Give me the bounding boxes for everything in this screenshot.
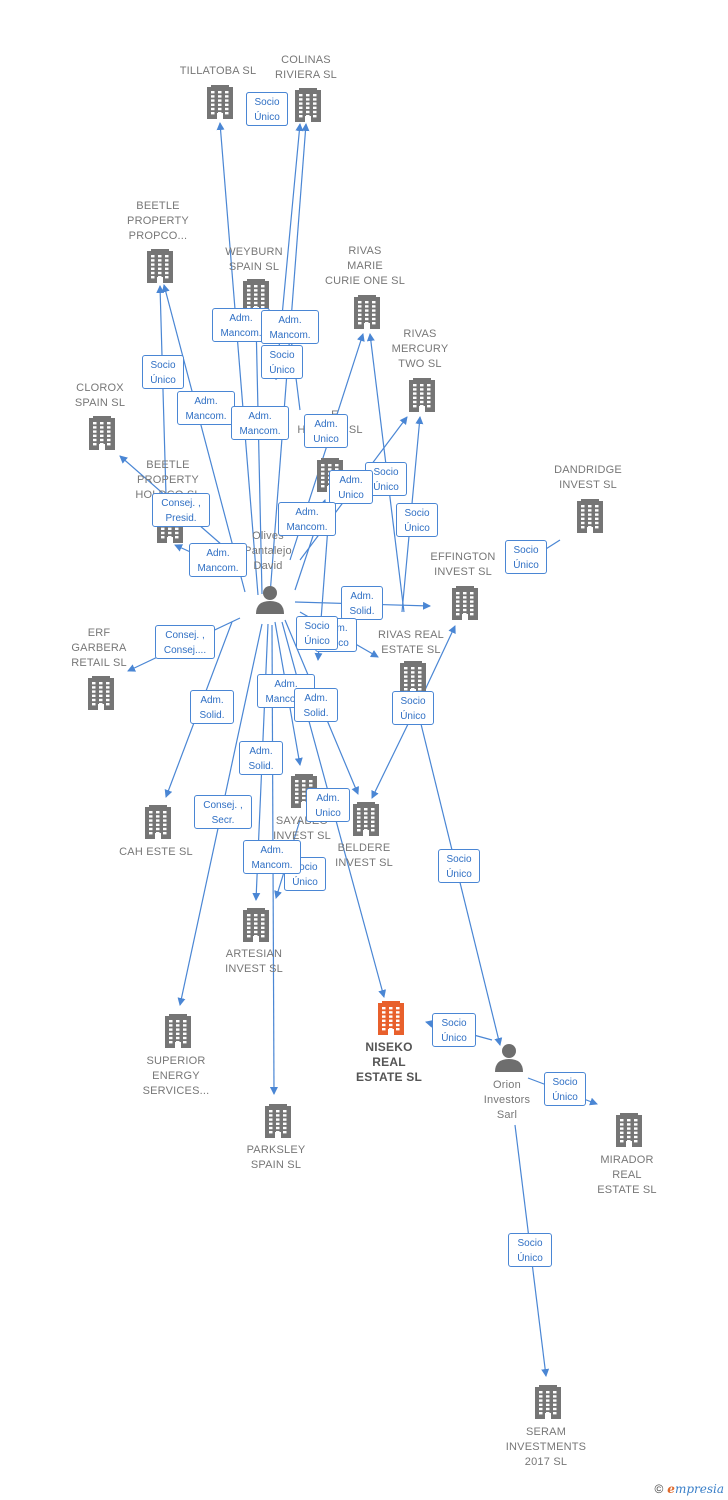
edge-label-olives-artesian[interactable]: Adm. Solid. (239, 741, 283, 775)
building-icon[interactable] (535, 1385, 561, 1419)
node-label-erf[interactable]: ERF GARBERA RETAIL SL (71, 627, 127, 669)
edge-label-olives-erf[interactable]: Consej. , Consej.... (155, 625, 215, 659)
building-icon[interactable] (89, 416, 115, 450)
node-label-olives[interactable]: Olives Pantalejo David (244, 530, 292, 572)
edge-label-rivas_real-rivas_mercury[interactable]: Socio Único (396, 503, 438, 537)
building-icon[interactable] (616, 1113, 642, 1147)
edge-label-orion-niseko[interactable]: Socio Único (432, 1013, 476, 1047)
edge-beetle_holdco-beetle_propco (156, 285, 167, 496)
node-label-orion[interactable]: Orion Investors Sarl (483, 1079, 531, 1121)
copyright-icon: © (654, 1482, 664, 1496)
node-label-dandridge[interactable]: DANDRIDGE INVEST SL (554, 464, 622, 491)
building-icon[interactable] (400, 661, 426, 695)
node-label-clorox[interactable]: CLOROX SPAIN SL (74, 382, 126, 409)
node-label-parksley[interactable]: PARKSLEY SPAIN SL (246, 1144, 306, 1171)
building-icon[interactable] (145, 805, 171, 839)
edge-label-dandridge-effington[interactable]: Socio Único (505, 540, 547, 574)
edge-label-rivas_real-orion[interactable]: Socio Único (438, 849, 480, 883)
building-icon[interactable] (165, 1014, 191, 1048)
node-label-colinas[interactable]: COLINAS RIVIERA SL (275, 54, 337, 81)
edge-label-beetle_holdco-beetle_propco[interactable]: Socio Único (142, 355, 184, 389)
node-label-cah[interactable]: CAH ESTE SL (119, 846, 193, 858)
node-label-weyburn[interactable]: WEYBURN SPAIN SL (225, 246, 283, 273)
edge-olives-weyburn (252, 319, 263, 595)
building-icon[interactable] (452, 586, 478, 620)
edge-rivas_real-beldere (371, 719, 411, 799)
node-label-rivas_real[interactable]: RIVAS REAL ESTATE SL (378, 629, 444, 656)
building-icon[interactable] (265, 1104, 291, 1138)
edge-label-hidden_holdco-weyburn[interactable]: Socio Único (261, 345, 303, 379)
brand-logo[interactable]: empresia (667, 1482, 724, 1496)
building-icon[interactable] (295, 88, 321, 122)
edge-label-hidden_holdco-rivas_real[interactable]: Socio Único (296, 616, 338, 650)
building-icon-highlight[interactable] (378, 1001, 404, 1035)
building-icon[interactable] (577, 499, 603, 533)
node-label-tillatoba[interactable]: TILLATOBA SL (179, 65, 257, 77)
edge-label-olives-beldere[interactable]: Adm. Solid. (294, 688, 338, 722)
person-icon[interactable] (256, 586, 284, 614)
edge-label-olives-parksley[interactable]: Adm. Mancom. (243, 840, 301, 874)
building-icon[interactable] (409, 378, 435, 412)
edge-label-rivas_real-beldere[interactable]: Adm. Unico (306, 788, 350, 822)
edge-label-olives-rivas_marie[interactable]: Adm. Unico (304, 414, 348, 448)
building-icon[interactable] (354, 295, 380, 329)
person-icon[interactable] (495, 1044, 523, 1072)
edge-label-olives-clorox[interactable]: Consej. , Presid. (152, 493, 210, 527)
edge-label-olives-superior[interactable]: Consej. , Secr. (194, 795, 252, 829)
edge-label-sayabeo-artesian[interactable]: Socio Único (284, 857, 326, 891)
building-icon[interactable] (147, 249, 173, 283)
edge-label-olives-cah[interactable]: Adm. Solid. (190, 690, 234, 724)
node-label-seram[interactable]: SERAM INVESTMENTS 2017 SL (505, 1426, 587, 1468)
edge-label-olives-beetle_holdco[interactable]: Adm. Mancom. (189, 543, 247, 577)
copyright-footer: ©empresia (654, 1482, 724, 1496)
edge-label-orion-mirador[interactable]: Socio Único (544, 1072, 586, 1106)
edge-olives-tillatoba (216, 122, 259, 596)
node-label-rivas_marie[interactable]: RIVAS MARIE CURIE ONE SL (324, 245, 406, 287)
edge-label-olives-colinas[interactable]: Adm. Mancom. (261, 310, 319, 344)
node-label-beldere[interactable]: BELDERE INVEST SL (335, 842, 393, 869)
edge-label-olives-effington[interactable]: Adm. Solid. (341, 586, 383, 620)
node-label-niseko[interactable]: NISEKO REAL ESTATE SL (355, 1040, 423, 1084)
building-icon[interactable] (243, 279, 269, 313)
node-label-beetle_propco[interactable]: BEETLE PROPERTY PROPCO... (127, 200, 189, 242)
node-label-rivas_mercury[interactable]: RIVAS MERCURY TWO SL (391, 328, 449, 370)
node-label-superior[interactable]: SUPERIOR ENERGY SERVICES... (142, 1055, 210, 1097)
node-label-effington[interactable]: EFFINGTON INVEST SL (430, 551, 496, 578)
edge-label-olives-weyburn[interactable]: Adm. Mancom. (231, 406, 289, 440)
building-icon[interactable] (88, 676, 114, 710)
edge-rivas_real-effington (424, 625, 456, 691)
node-label-mirador[interactable]: MIRADOR REAL ESTATE SL (597, 1154, 657, 1196)
edge-olives-beetle_propco (161, 284, 246, 593)
building-icon[interactable] (243, 908, 269, 942)
edge-label-olives-rivas_mercury[interactable]: Adm. Unico (329, 470, 373, 504)
building-icon[interactable] (207, 85, 233, 119)
edge-label-rivas_real-effington[interactable]: Socio Único (392, 691, 434, 725)
building-icon[interactable] (353, 802, 379, 836)
edge-label-tillatoba-colinas[interactable]: Socio Único (246, 92, 288, 126)
edge-label-orion-seram[interactable]: Socio Único (508, 1233, 552, 1267)
edge-label-olives-beetle_propco[interactable]: Adm. Mancom. (177, 391, 235, 425)
edge-label-olives-hidden_holdco[interactable]: Adm. Mancom. (278, 502, 336, 536)
node-label-artesian[interactable]: ARTESIAN INVEST SL (225, 948, 283, 975)
